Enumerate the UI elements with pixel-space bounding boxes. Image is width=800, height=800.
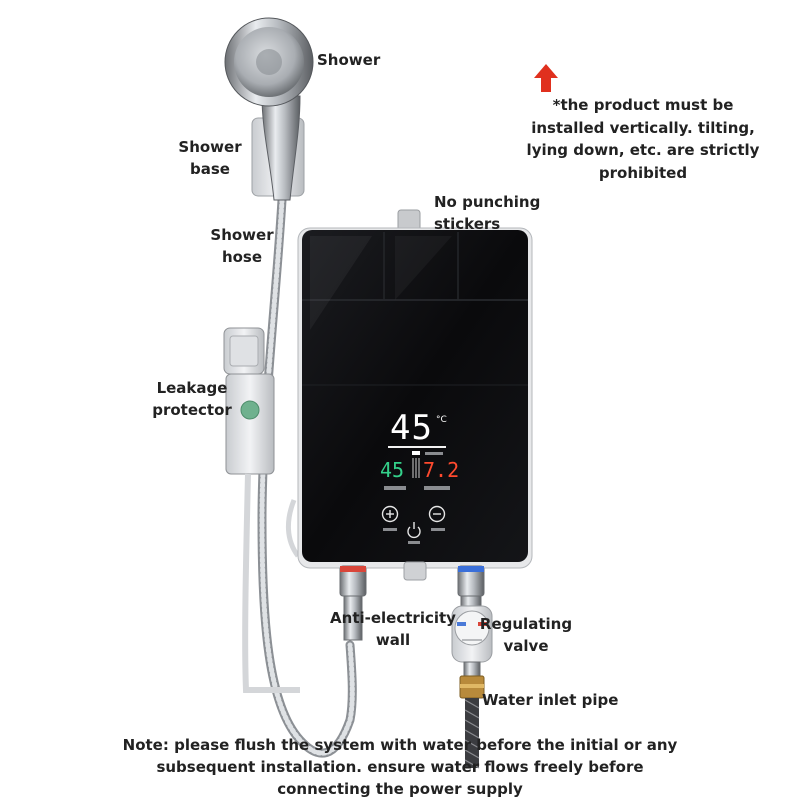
outlet-fitting	[339, 565, 367, 641]
shower-head	[224, 17, 314, 201]
plus-icon[interactable]	[381, 505, 399, 523]
label-leakage-protector: Leakage protector	[148, 377, 236, 421]
warning-line-1: *the product must be	[552, 96, 734, 114]
power-icon[interactable]	[407, 522, 421, 539]
vertical-install-arrow-icon	[534, 64, 558, 92]
minus-icon[interactable]	[428, 505, 446, 523]
label-no-punching-line2: stickers	[434, 215, 501, 233]
label-water-inlet-pipe: Water inlet pipe	[482, 691, 619, 709]
label-shower-hose: Shower hose	[204, 224, 280, 268]
label-anti-electricity-line1: Anti-electricity	[330, 609, 456, 627]
label-regulating-line2: valve	[503, 637, 549, 655]
label-leakage-line2: protector	[152, 401, 232, 419]
label-shower-base: Shower base	[172, 136, 248, 180]
note-line-1: Note: please flush the system with water…	[122, 736, 678, 754]
label-anti-electricity: Anti-electricity wall	[326, 607, 460, 651]
install-warning: *the product must be installed verticall…	[508, 94, 778, 184]
regulating-valve	[451, 565, 493, 699]
water-inlet-pipe	[464, 698, 480, 769]
note-line-2: subsequent installation. ensure water fl…	[156, 758, 644, 776]
label-no-punching-line1: No punching	[434, 193, 541, 211]
label-anti-electricity-line2: wall	[375, 631, 411, 649]
label-shower-hose-line1: Shower	[210, 226, 274, 244]
note-line-3: connecting the power supply	[277, 780, 523, 798]
temperature-unit: °C	[436, 415, 447, 425]
left-readout: 45	[380, 458, 405, 482]
label-shower-base-line1: Shower	[178, 138, 242, 156]
heater-body	[297, 227, 533, 569]
right-readout: 7.2	[423, 458, 460, 482]
temperature-readout: 45	[390, 408, 433, 448]
label-shower: Shower	[317, 51, 381, 69]
label-shower-base-line2: base	[190, 160, 230, 178]
leakage-protector	[223, 327, 300, 693]
warning-line-4: prohibited	[598, 163, 688, 182]
label-regulating-line1: Regulating	[479, 615, 573, 633]
label-regulating-valve: Regulating valve	[478, 613, 574, 657]
warning-line-3: lying down, etc. are strictly	[526, 141, 760, 159]
warning-line-2: installed vertically. tilting,	[531, 118, 755, 137]
label-shower-hose-line2: hose	[221, 248, 263, 266]
flush-note: Note: please flush the system with water…	[0, 734, 800, 800]
label-no-punching: No punching stickers	[434, 191, 540, 235]
label-leakage-line1: Leakage	[156, 379, 228, 397]
